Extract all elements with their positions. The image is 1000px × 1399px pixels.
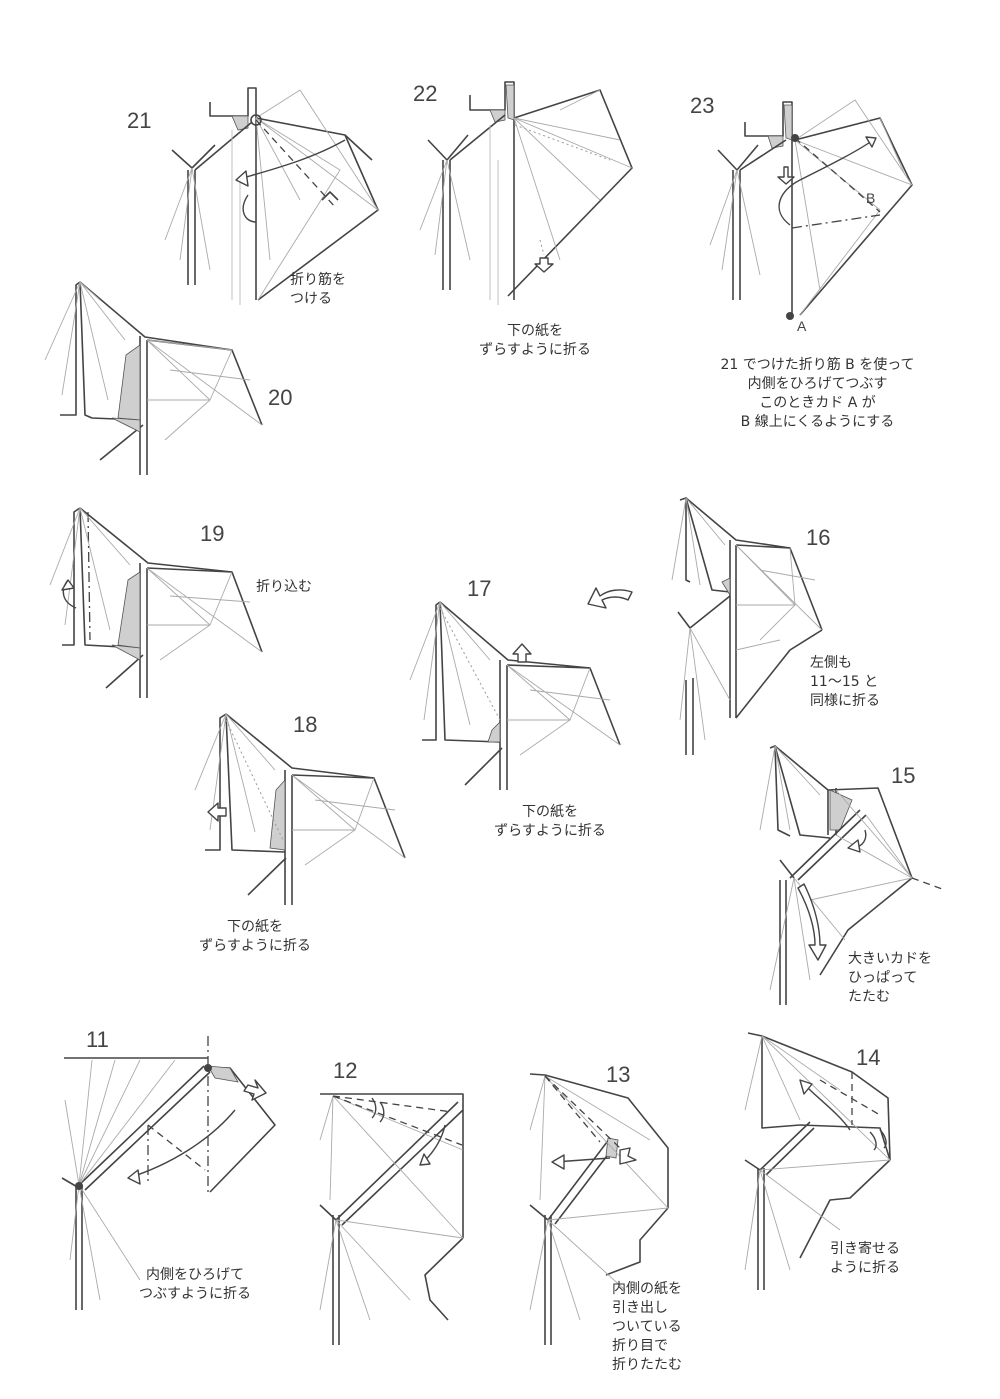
caption-line: つける: [290, 291, 332, 307]
caption-line: 下の紙を: [507, 323, 563, 339]
caption-line: 折り目で: [612, 1338, 668, 1354]
caption-line: 21 でつけた折り筋 B を使って: [720, 357, 915, 373]
caption-line: 内側をひろげて: [146, 1267, 244, 1283]
step-caption: 引き寄せる ように折る: [800, 1240, 930, 1278]
caption-line: 折り込む: [256, 579, 312, 595]
caption-line: 引き出し: [612, 1300, 668, 1316]
caption-line: ひっぱって: [848, 970, 918, 986]
caption-line: 下の紙を: [227, 919, 283, 935]
step-number: 23: [690, 93, 715, 118]
caption-line: たたむ: [848, 989, 890, 1005]
step-number: 15: [891, 763, 916, 788]
step-caption: 下の紙を ずらすように折る: [465, 322, 605, 360]
step-number: 20: [268, 385, 293, 410]
step-number: 21: [127, 108, 152, 133]
step-number: 12: [333, 1058, 358, 1083]
caption-line: 11～15 と: [810, 674, 879, 690]
caption-line: ついている: [612, 1319, 682, 1335]
step-caption: 下の紙を ずらすように折る: [185, 918, 325, 956]
caption-line: 内側をひろげてつぶす: [747, 376, 888, 392]
step-caption: 内側の紙を 引き出し ついている 折り目で 折りたたむ: [612, 1280, 682, 1375]
step-caption: 内側をひろげて つぶすように折る: [120, 1266, 270, 1304]
caption-line: ずらすように折る: [479, 342, 591, 358]
step-caption: 21 でつけた折り筋 B を使って 内側をひろげてつぶす このときカド A が …: [690, 356, 945, 432]
step-number: 14: [856, 1045, 881, 1070]
caption-line: 引き寄せる: [830, 1241, 900, 1257]
caption-line: 折り筋を: [290, 272, 346, 288]
caption-line: ずらすように折る: [199, 938, 311, 954]
step-caption: 大きいカドを ひっぱって たたむ: [848, 950, 932, 1007]
step-number: 13: [606, 1062, 631, 1087]
caption-line: ずらすように折る: [494, 823, 606, 839]
corner-label-b: B: [866, 190, 876, 206]
step-number: 19: [200, 521, 225, 546]
step-caption: 折り込む: [256, 578, 312, 597]
caption-line: ように折る: [830, 1260, 900, 1276]
step-number: 17: [467, 576, 492, 601]
step-number: 18: [293, 712, 318, 737]
caption-line: つぶすように折る: [139, 1286, 251, 1302]
caption-line: 内側の紙を: [612, 1281, 682, 1297]
caption-line: B 線上にくるようにする: [740, 414, 895, 430]
step-number: 22: [413, 81, 438, 106]
caption-line: 折りたたむ: [612, 1357, 682, 1373]
step-number: 11: [86, 1027, 109, 1052]
caption-line: 左側も: [810, 655, 852, 671]
corner-label-a: A: [797, 318, 807, 334]
step-caption: 折り筋を つける: [290, 271, 346, 309]
caption-line: 同様に折る: [810, 693, 880, 709]
step-caption: 下の紙を ずらすように折る: [480, 803, 620, 841]
step-caption: 左側も 11～15 と 同様に折る: [810, 654, 880, 711]
step-number: 16: [806, 525, 831, 550]
caption-line: 大きいカドを: [848, 951, 932, 967]
caption-line: 下の紙を: [522, 804, 578, 820]
caption-line: このときカド A が: [759, 395, 876, 411]
